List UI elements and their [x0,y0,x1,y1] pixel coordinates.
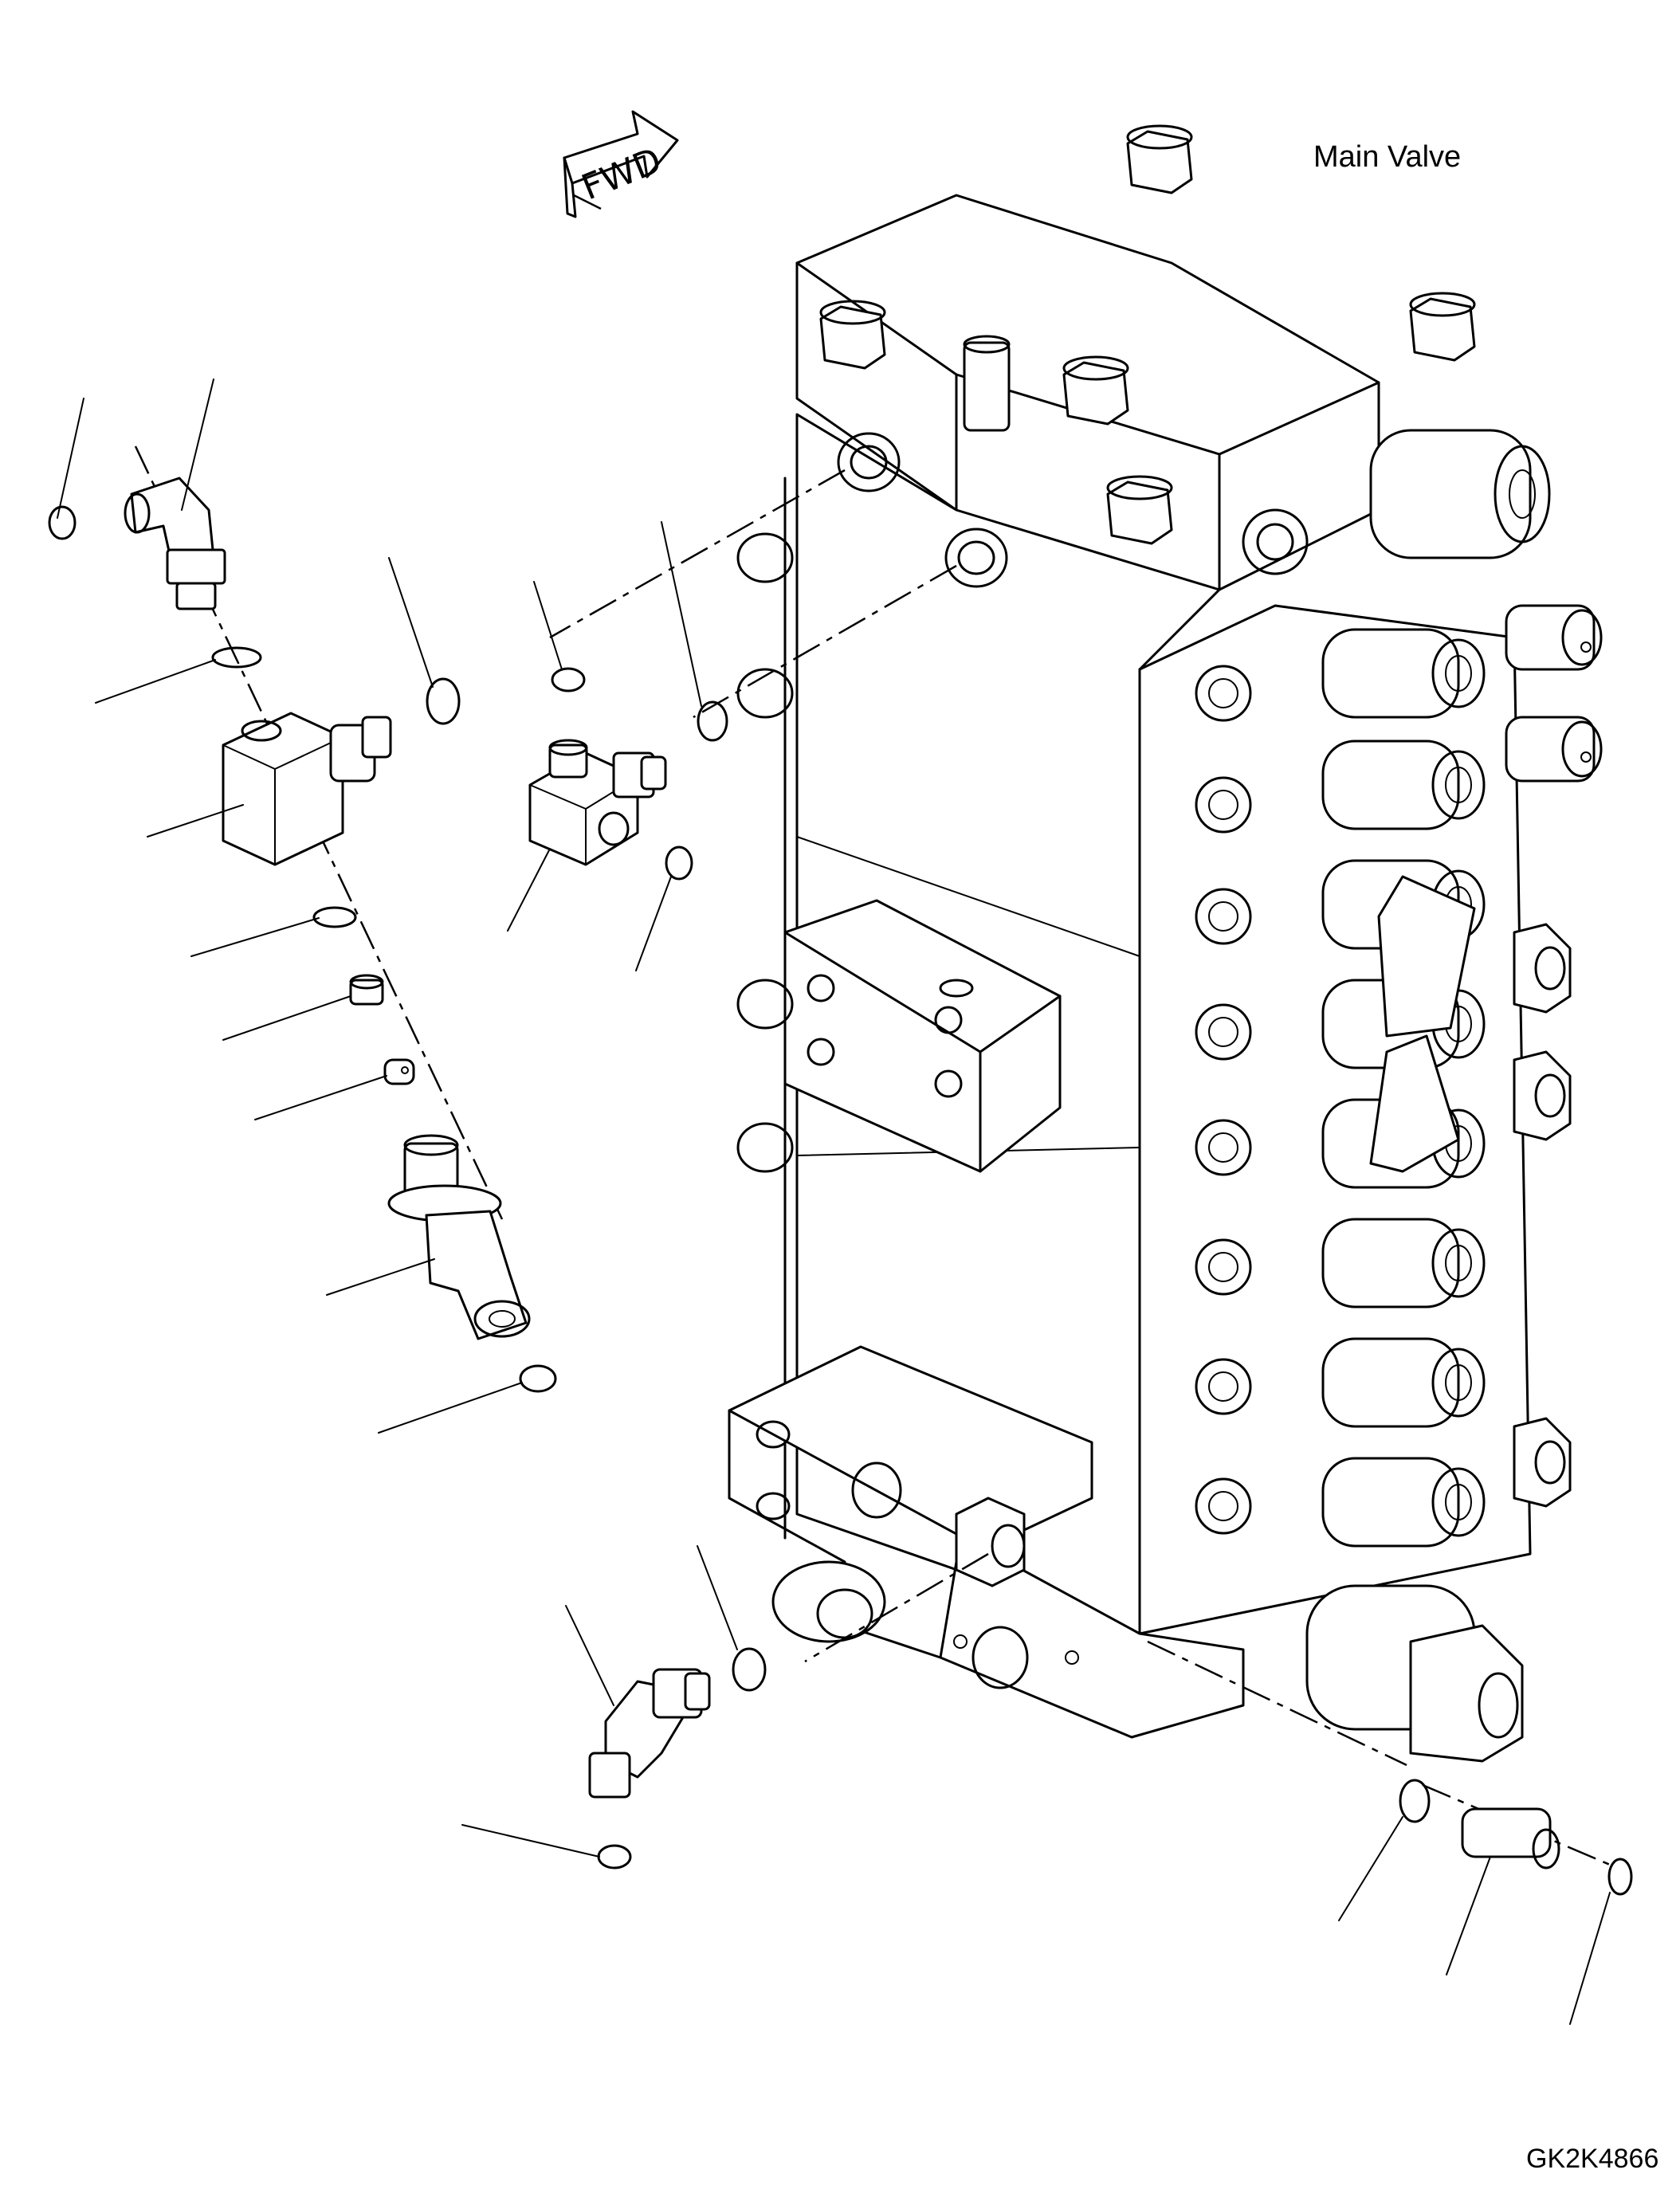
top-bolt [1062,355,1129,426]
tee-fitting [528,739,667,866]
top-bolt [819,300,886,370]
o-ring [48,505,77,540]
solenoid-cartridge [1505,716,1603,783]
center-tee-assembly [426,667,728,881]
relief-valve [1369,429,1551,559]
orifice [383,1058,415,1085]
top-bolt [1126,124,1193,194]
fwd-arrow-icon: FWD [563,110,679,218]
bottom-elbow-assembly [588,1647,767,1869]
top-bolt [1409,292,1476,362]
hex-plug-column [1195,665,1252,1535]
base-hex-fitting [955,1497,1026,1587]
solenoid-cartridge [1505,604,1603,671]
hex-fitting [1513,1417,1572,1508]
drawing-code: GK2K4866 [1526,2144,1659,2174]
right-bottom-connector [1399,1779,1633,1896]
hex-fitting [1513,923,1572,1014]
hex-fitting [1513,1050,1572,1141]
elbow-fitting [588,1668,711,1799]
bottom-relief-valve [1305,1584,1524,1763]
diagram-title: Main Valve [1313,140,1462,174]
tee-block [222,712,392,866]
small-plug [349,974,384,1006]
left-fitting-assembly [48,477,557,1393]
flanged-adapter [387,1134,531,1340]
main-valve-body [728,124,1603,1763]
top-bolt [1106,475,1173,545]
base-port-flange [771,1560,886,1643]
leader-lines [57,379,1611,2025]
elbow-fitting [124,477,226,610]
